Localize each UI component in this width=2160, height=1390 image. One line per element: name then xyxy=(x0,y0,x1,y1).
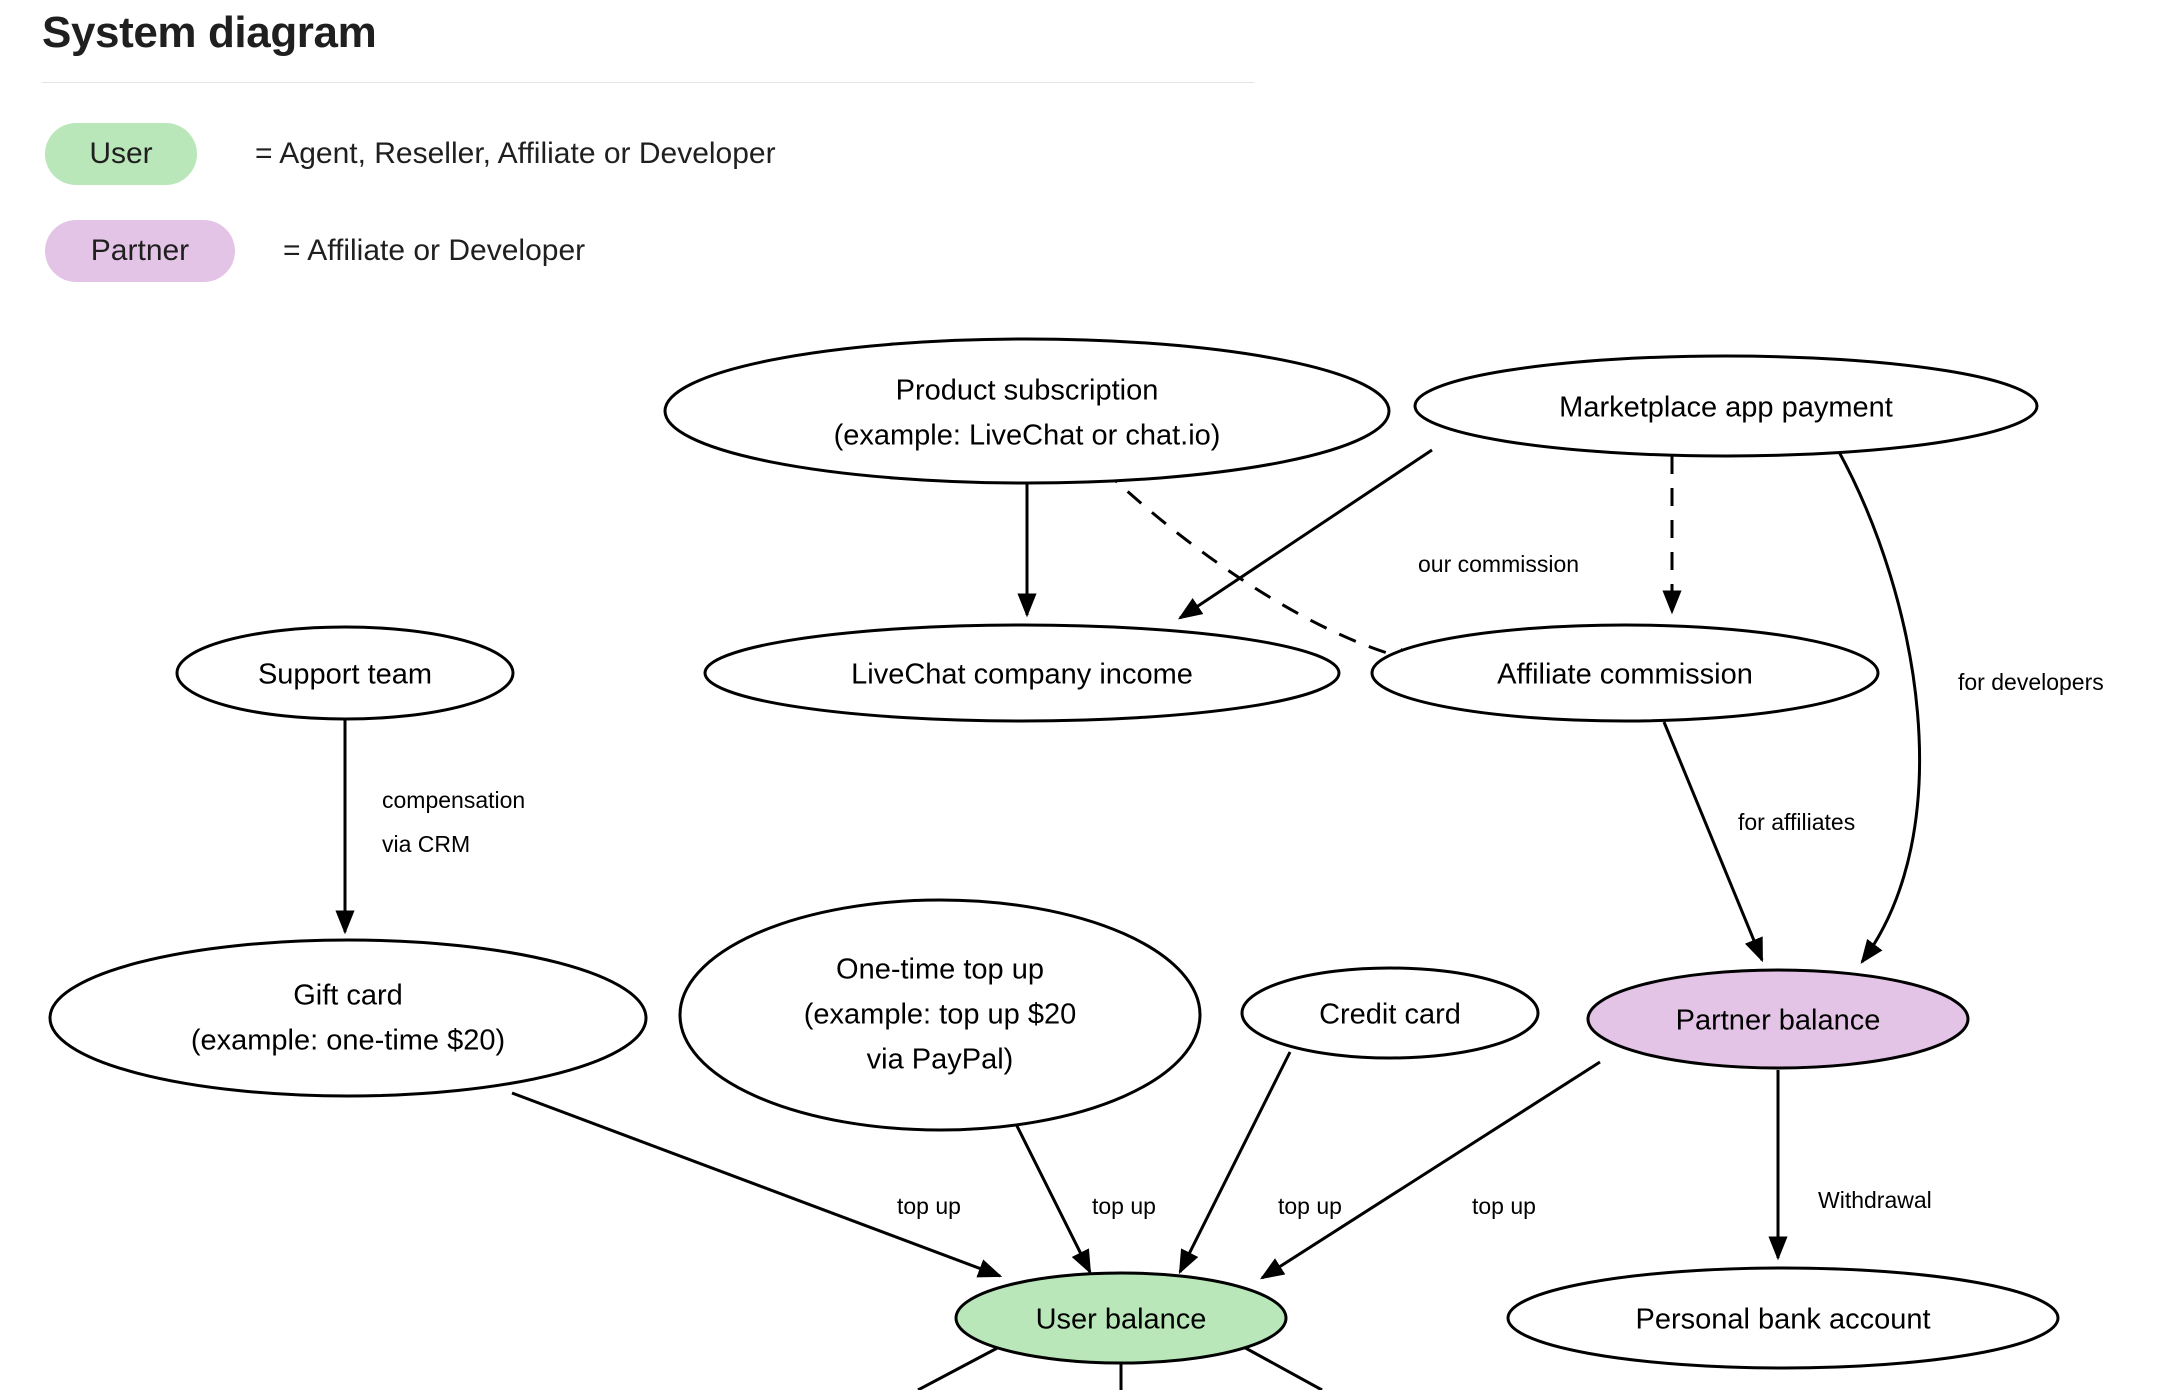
node-label-user-balance: User balance xyxy=(1036,1304,1207,1336)
edge-marketplace-payment-to-livechat-income: our commission xyxy=(1178,448,1579,620)
edge-one-time-top-up-to-user-balance: top up xyxy=(1011,1117,1156,1275)
node-gift-card[interactable]: Gift card (example: one-time $20) xyxy=(48,938,648,1098)
legend-row-user: User = Agent, Reseller, Affiliate or Dev… xyxy=(45,123,776,185)
edge-label-top-up-4: top up xyxy=(1472,1193,1536,1219)
edge-label-top-up-2: top up xyxy=(1092,1193,1156,1219)
node-label-livechat-company-income: LiveChat company income xyxy=(851,659,1193,691)
node-label-affiliate-commission: Affiliate commission xyxy=(1497,659,1753,691)
node-label-gift-card-line2: (example: one-time $20) xyxy=(191,1025,505,1057)
edge-label-top-up-1: top up xyxy=(897,1193,961,1219)
node-product-subscription[interactable]: Product subscription (example: LiveChat … xyxy=(663,337,1391,485)
edge-partner-balance-to-personal-bank-account: Withdrawal xyxy=(1768,1070,1932,1261)
node-label-one-time-top-up-line1: One-time top up xyxy=(836,954,1044,986)
edge-support-team-to-gift-card: compensation via CRM xyxy=(335,720,525,935)
node-partner-balance[interactable]: Partner balance xyxy=(1586,968,1970,1070)
edge-label-top-up-3: top up xyxy=(1278,1193,1342,1219)
node-label-marketplace-app-payment: Marketplace app payment xyxy=(1559,392,1893,424)
node-label-partner-balance: Partner balance xyxy=(1676,1005,1881,1037)
node-label-credit-card: Credit card xyxy=(1319,999,1461,1031)
node-support-team[interactable]: Support team xyxy=(175,625,515,721)
legend-definition-partner: = Affiliate or Developer xyxy=(283,234,586,267)
node-label-product-subscription-line1: Product subscription xyxy=(896,375,1159,407)
edge-label-via-crm: via CRM xyxy=(382,831,470,857)
node-label-personal-bank-account: Personal bank account xyxy=(1635,1304,1930,1336)
node-label-one-time-top-up-line3: via PayPal) xyxy=(867,1044,1014,1076)
legend-pill-partner: Partner xyxy=(45,220,235,282)
node-one-time-top-up[interactable]: One-time top up (example: top up $20 via… xyxy=(678,898,1202,1132)
edge-credit-card-to-user-balance: top up xyxy=(1178,1051,1342,1275)
node-personal-bank-account[interactable]: Personal bank account xyxy=(1506,1266,2060,1370)
edge-affiliate-commission-to-partner-balance: for affiliates xyxy=(1662,721,1855,963)
edge-label-for-affiliates: for affiliates xyxy=(1738,809,1855,835)
edge-label-our-commission: our commission xyxy=(1418,551,1579,577)
node-label-product-subscription-line2: (example: LiveChat or chat.io) xyxy=(834,420,1221,452)
node-label-one-time-top-up-line2: (example: top up $20 xyxy=(804,999,1076,1031)
node-livechat-company-income[interactable]: LiveChat company income xyxy=(703,623,1341,723)
edge-gift-card-to-user-balance: top up xyxy=(511,1091,1003,1278)
legend-definition-user: = Agent, Reseller, Affiliate or Develope… xyxy=(255,137,776,170)
edge-label-for-developers: for developers xyxy=(1958,669,2104,695)
edge-product-subscription-to-affiliate-commission xyxy=(1102,468,1423,667)
node-label-support-team: Support team xyxy=(258,659,432,691)
node-marketplace-app-payment[interactable]: Marketplace app payment xyxy=(1413,354,2039,458)
edge-label-withdrawal: Withdrawal xyxy=(1818,1187,1932,1213)
legend-row-partner: Partner = Affiliate or Developer xyxy=(45,220,585,282)
edge-marketplace-payment-to-partner-balance: for developers xyxy=(1836,449,2104,964)
node-label-gift-card-line1: Gift card xyxy=(293,980,403,1012)
edge-user-balance-outgoing-right xyxy=(1239,1343,1323,1390)
page-title: System diagram xyxy=(42,8,377,57)
node-user-balance[interactable]: User balance xyxy=(954,1271,1288,1365)
node-credit-card[interactable]: Credit card xyxy=(1240,966,1540,1060)
edge-user-balance-outgoing-left xyxy=(917,1343,1004,1390)
legend-pill-user: User xyxy=(45,123,197,185)
node-affiliate-commission[interactable]: Affiliate commission xyxy=(1370,623,1880,723)
title-divider xyxy=(42,82,1254,83)
edge-label-compensation: compensation xyxy=(382,787,525,813)
edge-partner-balance-to-user-balance: top up xyxy=(1259,1060,1601,1280)
